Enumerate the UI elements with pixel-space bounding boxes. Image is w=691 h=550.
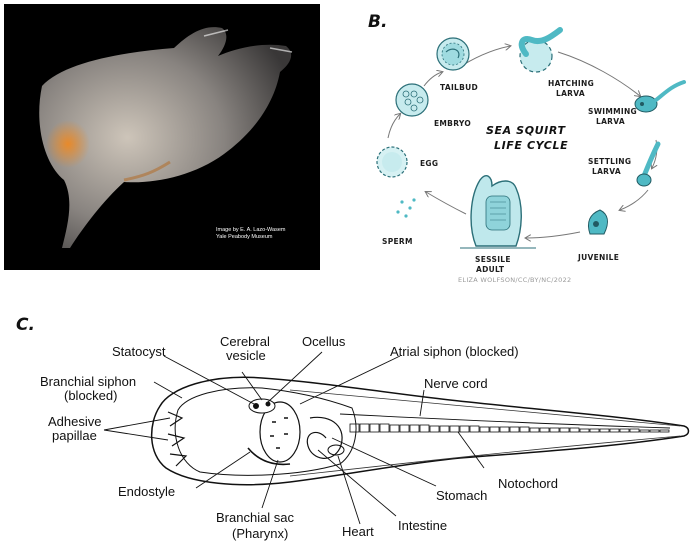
stage-label-swimming-1: SWIMMING — [588, 107, 637, 116]
stage-label-sperm: SPERM — [382, 237, 413, 246]
life-cycle-title-line1: SEA SQUIRT — [486, 124, 566, 137]
cerebral-vesicle — [249, 399, 275, 413]
egg-drawing — [377, 147, 407, 177]
label-atrial-siphon: Atrial siphon (blocked) — [390, 344, 519, 359]
label-adhesive-papillae-2: papillae — [52, 428, 97, 443]
life-cycle-credit: ELIZA WOLFSON/CC/BY/NC/2022 — [458, 276, 571, 284]
stage-label-sessile-2: ADULT — [476, 265, 505, 274]
label-endostyle: Endostyle — [118, 484, 175, 499]
label-nerve-cord: Nerve cord — [424, 376, 488, 391]
label-heart: Heart — [342, 524, 374, 539]
stage-label-embryo: EMBRYO — [434, 119, 471, 128]
label-intestine: Intestine — [398, 518, 447, 533]
embryo-drawing — [396, 84, 428, 116]
larva-anatomy-diagram: Statocyst Cerebral vesicle Ocellus Atria… — [0, 300, 691, 545]
sessile-adult-drawing — [460, 176, 536, 248]
stage-label-hatching-1: HATCHING — [548, 79, 594, 88]
stage-label-settling-2: LARVA — [592, 167, 621, 176]
life-cycle-title-line2: LIFE CYCLE — [494, 139, 568, 152]
label-branchial-sac-2: (Pharynx) — [232, 526, 288, 541]
juvenile-drawing — [588, 210, 607, 234]
swimming-larva-drawing — [635, 82, 684, 112]
life-cycle-svg: TAILBUD HATCHING LARVA SWIMMING LARVA SE… — [340, 0, 691, 290]
stage-label-juvenile: JUVENILE — [577, 253, 619, 262]
life-cycle-diagram: TAILBUD HATCHING LARVA SWIMMING LARVA SE… — [340, 0, 691, 290]
larva-anatomy-svg: Statocyst Cerebral vesicle Ocellus Atria… — [0, 300, 691, 545]
label-cerebral-vesicle-2: vesicle — [226, 348, 266, 363]
photo-credit-line1: Image by E. A. Lazo-Wasem — [216, 227, 286, 234]
notochord — [350, 424, 669, 432]
arrow-juvenile-to-adult — [526, 232, 580, 238]
label-notochord: Notochord — [498, 476, 558, 491]
settling-larva-drawing — [637, 144, 658, 186]
stage-label-hatching-2: LARVA — [556, 89, 585, 98]
ocellus — [266, 402, 271, 407]
label-branchial-siphon-2: (blocked) — [64, 388, 117, 403]
label-cerebral-vesicle-1: Cerebral — [220, 334, 270, 349]
arrow-egg-to-embryo — [388, 114, 400, 138]
stage-label-tailbud: TAILBUD — [440, 83, 478, 92]
photo-credit-line2: Yale Peabody Museum — [216, 234, 286, 241]
nerve-cord — [340, 414, 670, 428]
photo-credit: Image by E. A. Lazo-Wasem Yale Peabody M… — [216, 227, 286, 241]
label-stomach: Stomach — [436, 488, 487, 503]
arrow-adult-to-sperm — [426, 192, 466, 214]
sea-squirt-photo: Image by E. A. Lazo-Wasem Yale Peabody M… — [4, 4, 320, 270]
hatching-larva-drawing — [520, 30, 560, 72]
stage-label-sessile-1: SESSILE — [475, 255, 511, 264]
arrow-settling-to-juvenile — [620, 190, 648, 210]
sperm-drawing — [396, 198, 415, 217]
label-branchial-siphon-1: Branchial siphon — [40, 374, 136, 389]
tailbud-drawing — [437, 38, 469, 70]
gut — [307, 417, 342, 458]
label-statocyst: Statocyst — [112, 344, 166, 359]
stage-label-settling-1: SETTLING — [588, 157, 631, 166]
label-ocellus: Ocellus — [302, 334, 346, 349]
stage-label-egg: EGG — [420, 159, 438, 168]
adhesive-papillae — [168, 412, 186, 466]
label-adhesive-papillae-1: Adhesive — [48, 414, 101, 429]
label-branchial-sac-1: Branchial sac — [216, 510, 295, 525]
stage-label-swimming-2: LARVA — [596, 117, 625, 126]
